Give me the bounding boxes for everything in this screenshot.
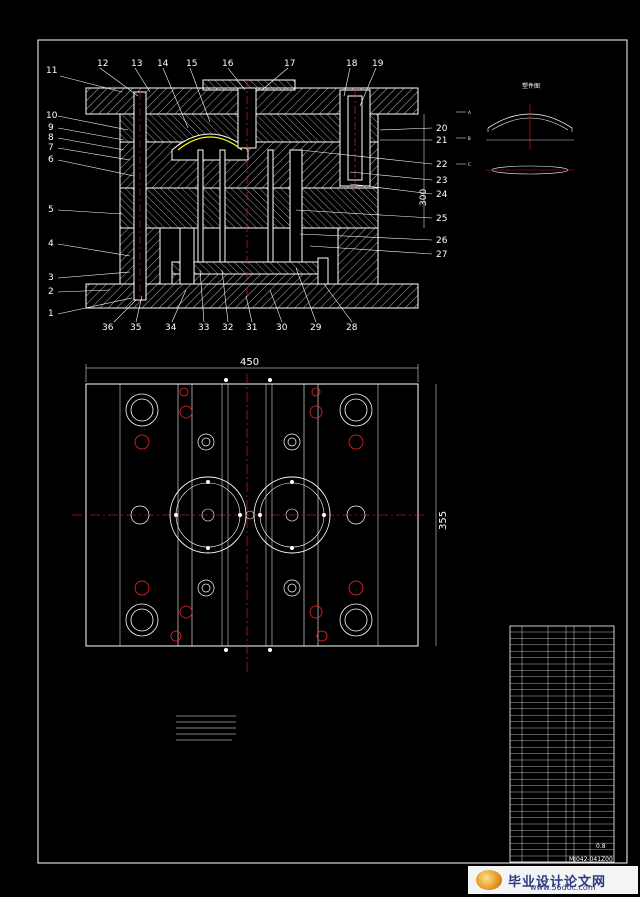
callout-23: 23 <box>436 176 447 186</box>
callout-35: 35 <box>130 323 141 333</box>
callout-16: 16 <box>222 59 234 69</box>
callout-19: 19 <box>372 59 384 69</box>
callout-7: 7 <box>48 143 54 153</box>
dim-side-label: 300 <box>419 189 429 206</box>
sheet-scale: 0.8 <box>596 843 606 850</box>
part-detail: 塑件图 A B C <box>456 82 574 175</box>
return-pin <box>289 149 303 263</box>
callout-3: 3 <box>48 273 54 283</box>
part-title: 塑件图 <box>522 82 540 90</box>
part-cavity <box>171 133 249 161</box>
callout-20: 20 <box>436 124 448 134</box>
section-mark-a: A <box>468 110 471 115</box>
callout-numbers-top: 11 12 13 14 15 16 17 18 19 <box>46 59 384 76</box>
support-pillar <box>179 227 195 285</box>
callout-32: 32 <box>222 323 233 333</box>
callout-6: 6 <box>48 155 54 165</box>
section-mark-c: C <box>468 162 471 167</box>
ejector-pin-b <box>219 149 226 263</box>
stop-pin <box>317 257 329 285</box>
parts-list-table: MJ042-041Z00 0.8 <box>509 625 615 863</box>
callout-25: 25 <box>436 214 447 224</box>
ejector-retainer-plate <box>171 261 325 275</box>
callout-numbers-bottom: 36 35 34 33 32 31 30 29 28 <box>102 323 358 333</box>
support-plate <box>119 187 379 229</box>
technical-notes <box>176 715 236 741</box>
callout-33: 33 <box>198 323 209 333</box>
callout-14: 14 <box>157 59 169 69</box>
callout-1: 1 <box>48 309 54 319</box>
core-plate <box>119 141 379 189</box>
watermark-title: 毕业设计论文网 <box>508 874 607 890</box>
callout-15: 15 <box>186 59 197 69</box>
section-view <box>85 79 419 309</box>
site-logo-icon <box>476 870 502 890</box>
callout-31: 31 <box>246 323 257 333</box>
callout-21: 21 <box>436 136 447 146</box>
callout-13: 13 <box>131 59 142 69</box>
callout-26: 26 <box>436 236 448 246</box>
callout-28: 28 <box>346 323 358 333</box>
callout-numbers-right: 20 21 22 23 24 25 26 27 <box>436 124 448 260</box>
callout-36: 36 <box>102 323 114 333</box>
callout-numbers-left: 10 9 8 7 6 5 4 3 2 1 <box>46 111 58 319</box>
callout-34: 34 <box>165 323 177 333</box>
callout-9: 9 <box>48 123 54 133</box>
dim-width-label: 450 <box>240 357 259 368</box>
callout-2: 2 <box>48 287 54 297</box>
dim-height-label: 355 <box>438 511 449 530</box>
callout-27: 27 <box>436 250 447 260</box>
callout-22: 22 <box>436 160 447 170</box>
callout-29: 29 <box>310 323 322 333</box>
callout-24: 24 <box>436 190 448 200</box>
callout-leaders <box>57 67 433 323</box>
callout-17: 17 <box>284 59 295 69</box>
callout-4: 4 <box>48 239 54 249</box>
callout-30: 30 <box>276 323 288 333</box>
callout-18: 18 <box>346 59 358 69</box>
callout-5: 5 <box>48 205 54 215</box>
callout-10: 10 <box>46 111 58 121</box>
drawing-frame <box>37 39 628 864</box>
callout-12: 12 <box>97 59 108 69</box>
plan-view: 450 355 <box>72 357 449 672</box>
section-mark-b: B <box>468 136 471 141</box>
callout-11: 11 <box>46 66 57 76</box>
watermark-banner: 毕业设计论文网 www.56doc.com <box>468 866 638 894</box>
part-profile <box>177 136 243 151</box>
watermark-url: www.56doc.com <box>530 883 596 892</box>
drawing-number: MJ042-041Z00 <box>569 856 613 863</box>
callout-8: 8 <box>48 133 54 143</box>
ejector-pin-a <box>197 149 204 263</box>
ejector-pin-c <box>267 149 274 263</box>
